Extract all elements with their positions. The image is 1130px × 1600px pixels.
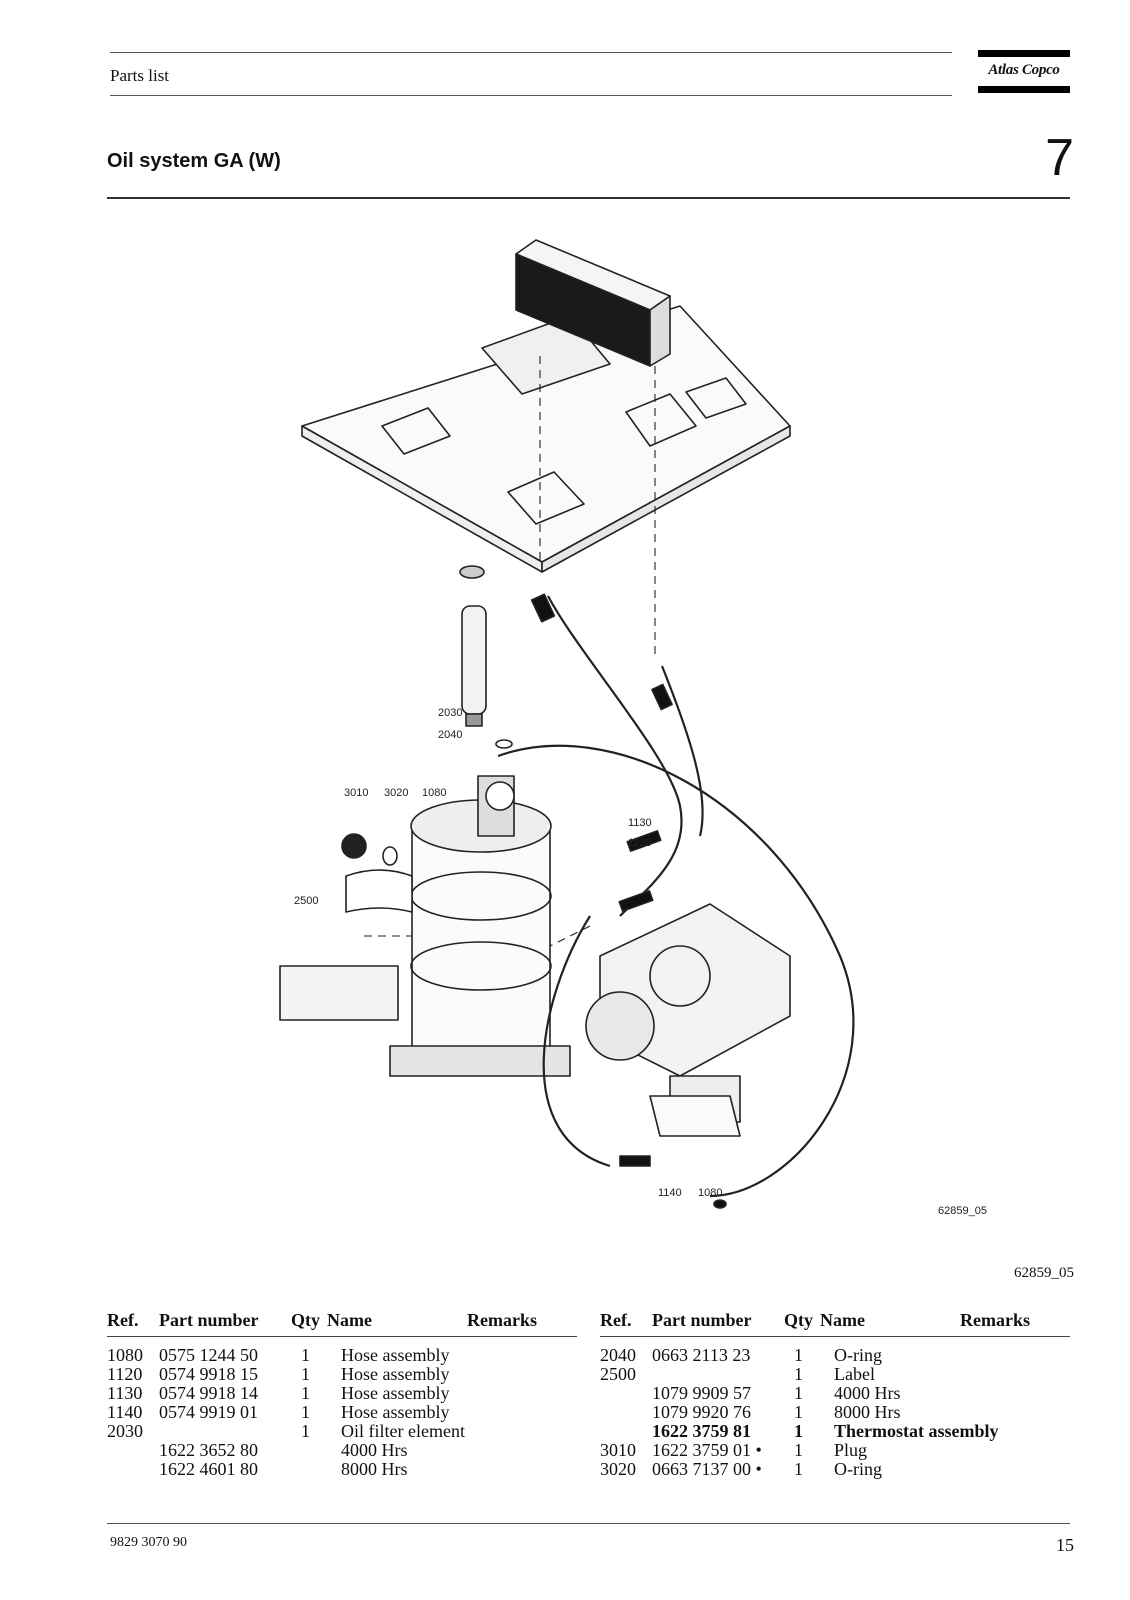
hose-1130 [547, 595, 683, 917]
col-header-name: Name [327, 1310, 372, 1330]
callout-2030: 2030 [438, 707, 462, 719]
label-plate [279, 965, 399, 1021]
col-header-ref: Ref. [600, 1310, 632, 1330]
oil-filter-element [459, 565, 513, 749]
col-header-qty: Qty [784, 1310, 813, 1330]
callout-2500: 2500 [294, 895, 318, 907]
callout-1080-top: 1080 [422, 787, 446, 799]
chapter-number: 7 [1045, 129, 1074, 187]
callout-3020: 3020 [384, 787, 408, 799]
air-end-element [585, 903, 791, 1137]
footer-rule [107, 1523, 1070, 1524]
callout-1120: 1120 [628, 837, 652, 849]
callout-3010: 3010 [344, 787, 368, 799]
oil-vessel [389, 775, 571, 1077]
page-title: Oil system GA (W) [107, 150, 281, 172]
title-rule [107, 197, 1070, 199]
col-header-name: Name [820, 1310, 865, 1330]
document-number: 9829 3070 90 [110, 1535, 187, 1550]
col-header-ref: Ref. [107, 1310, 139, 1330]
header-bottom-rule [110, 95, 952, 96]
callout-1140: 1140 [658, 1187, 682, 1199]
oil-cooler [515, 239, 671, 367]
col-header-remarks: Remarks [960, 1310, 1030, 1330]
page-number: 15 [1056, 1535, 1074, 1555]
callout-1130: 1130 [628, 817, 652, 829]
col-header-qty: Qty [291, 1310, 320, 1330]
hose-1120 [660, 665, 704, 837]
exploded-oil-system-diagram: 2030 2040 3010 3020 1080 1130 1120 2500 … [279, 239, 987, 1217]
hose-1140 [542, 915, 611, 1168]
col-header-part-number: Part number [159, 1310, 259, 1330]
col-header-remarks: Remarks [467, 1310, 537, 1330]
hose-1080-upper [497, 744, 855, 1198]
callout-1080-bottom: 1080 [698, 1187, 722, 1199]
figure-code: 62859_05 [1014, 1265, 1074, 1281]
section-label: Parts list [110, 66, 170, 85]
callout-2040: 2040 [438, 729, 462, 741]
atlas-copco-logo: Atlas Copco [978, 50, 1070, 94]
col-header-part-number: Part number [652, 1310, 752, 1330]
header-top-rule [110, 52, 952, 53]
figure-code-inside: 62859_05 [938, 1205, 987, 1217]
thermostat-plug [341, 833, 398, 866]
